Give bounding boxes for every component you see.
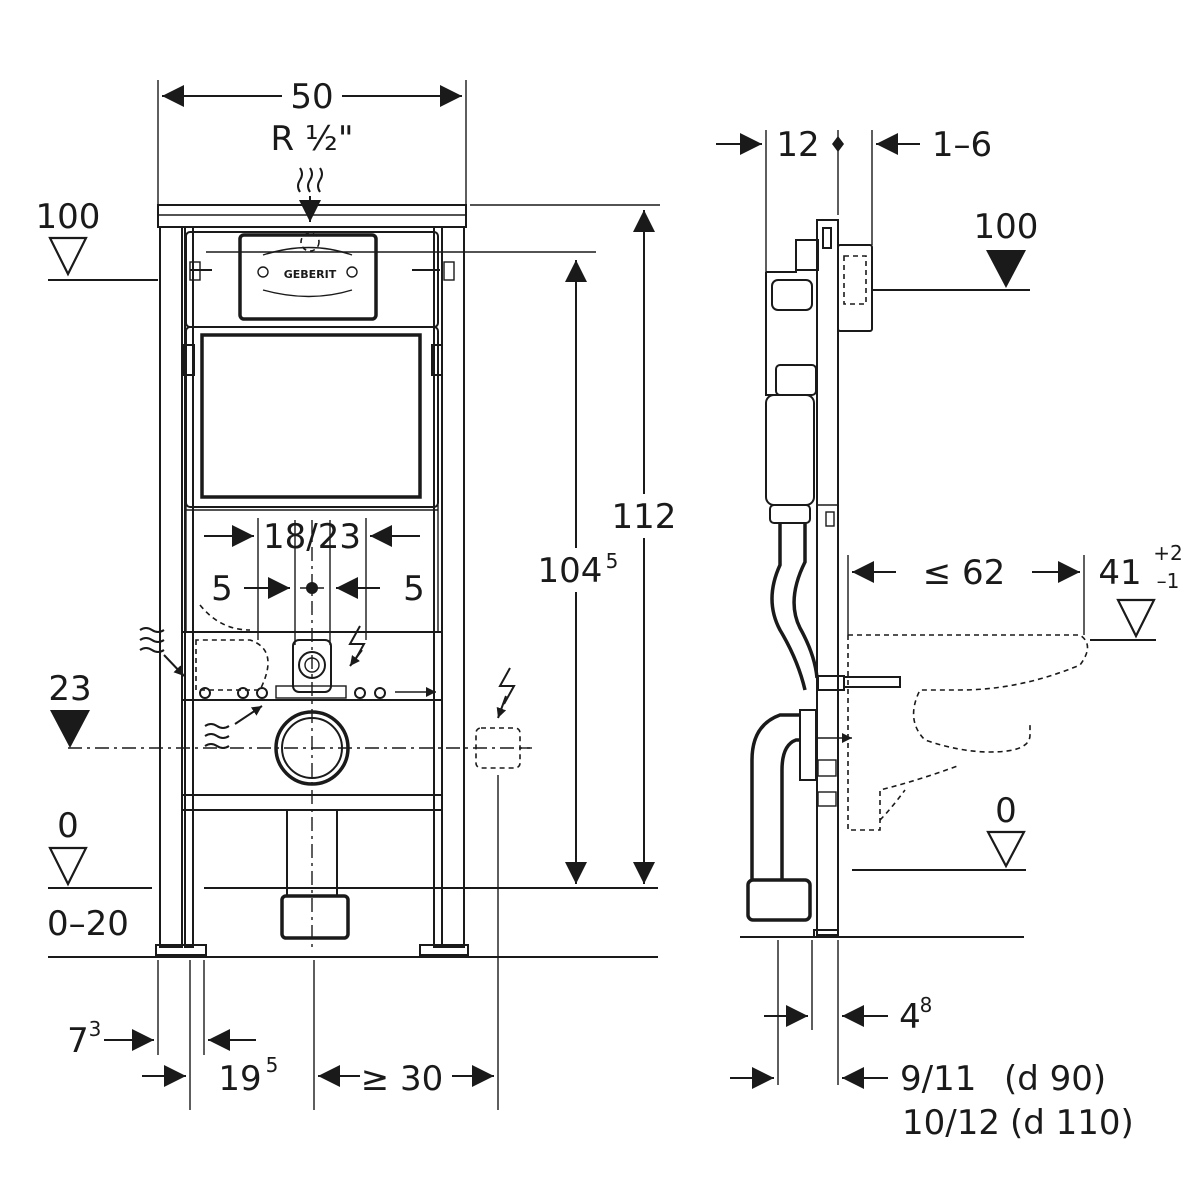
floor-adjust-label: 0–20 (47, 904, 129, 944)
svg-text:3: 3 (89, 1017, 102, 1041)
connection-dimensions: 18/23 5 5 (204, 517, 425, 640)
water-icon (297, 167, 303, 193)
frame-depth-label: 4 (899, 997, 921, 1037)
depth-top-label: 12 (776, 125, 819, 165)
thread-label: R ½" (270, 119, 353, 159)
water-icon (139, 627, 263, 749)
foot-width-label: 7 (67, 1021, 89, 1061)
side-level-100-label: 100 (974, 207, 1039, 247)
side-clearance-label: ≥ 30 (361, 1059, 444, 1099)
svg-text:5: 5 (606, 549, 619, 573)
connection-spacing-label: 18/23 (263, 517, 361, 557)
side-top-dimensions: 12 1–6 (716, 125, 992, 272)
bowl-height-label: 41 (1098, 553, 1141, 593)
actuator-plate (238, 233, 378, 321)
svg-text:8: 8 (920, 993, 933, 1017)
side-level-0-label: 0 (995, 791, 1017, 831)
pipe-d110-label: (d 110) (1010, 1103, 1134, 1143)
level-marker-100: 100 (36, 197, 596, 281)
bowl-outline (847, 634, 1089, 831)
side-view: 12 1–6 (716, 125, 1183, 1143)
level-23-label: 23 (48, 669, 91, 709)
level-marker-23: 23 (48, 669, 92, 748)
bowl-dimensions: ≤ 62 41 +2 –1 (847, 541, 1183, 641)
side-bottom-dimensions: 4 8 9/11 (d 90) 10/12 (d 110) (730, 940, 1134, 1143)
wall-gap-label: 1–6 (932, 125, 992, 165)
offset-left-label: 5 (211, 569, 233, 609)
dimension-112: 112 (470, 204, 680, 884)
water-inlet: R ½" (270, 119, 354, 222)
svg-text:GEBERIT: GEBERIT (284, 268, 337, 281)
height-actuator-label: 104 (538, 551, 603, 591)
cistern: GEBERIT (183, 231, 455, 508)
level-100-label: 100 (36, 197, 101, 237)
svg-text:+2: +2 (1153, 541, 1182, 565)
width-label: 50 (290, 77, 333, 117)
level-0-label: 0 (57, 806, 79, 846)
dimension-width: 50 (157, 77, 467, 205)
side-frame (746, 219, 901, 936)
offset-right-label: 5 (403, 569, 425, 609)
electrical-icon (348, 625, 516, 719)
drain-connections (68, 520, 532, 950)
pipe-d90-label: (d 90) (1004, 1059, 1106, 1099)
svg-text:–1: –1 (1157, 569, 1180, 593)
side-level-0: 0 (740, 791, 1026, 938)
foot-offset-label: 19 (218, 1059, 261, 1099)
bowl-projection-label: ≤ 62 (923, 553, 1006, 593)
side-level-100: 100 (872, 207, 1039, 291)
dimension-104: 104 5 (538, 260, 620, 884)
foot-dimensions: 7 3 19 5 ≥ 30 (67, 775, 499, 1110)
svg-text:5: 5 (266, 1053, 279, 1077)
front-view: 50 R ½" (36, 77, 680, 1110)
level-marker-0: 0 0–20 (47, 806, 658, 958)
pipe-offset-d90-label: 9/11 (900, 1059, 976, 1099)
pipe-offset-d110-label: 10/12 (902, 1103, 1000, 1143)
height-total-label: 112 (612, 497, 677, 537)
